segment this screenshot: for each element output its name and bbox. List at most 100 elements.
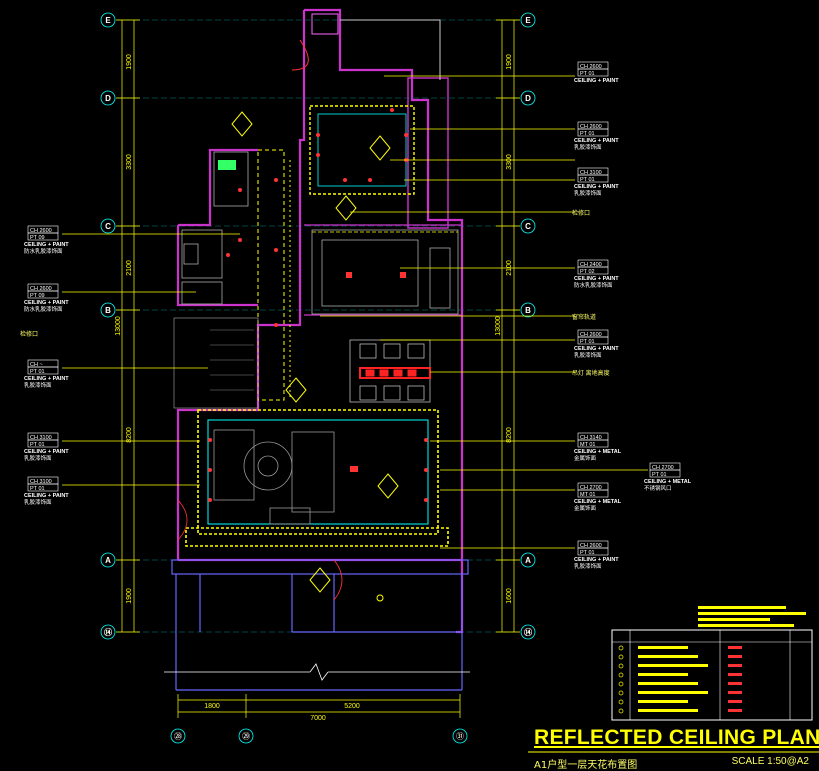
balcony-top xyxy=(291,13,441,80)
grid-bubble xyxy=(520,12,536,28)
stairs xyxy=(210,329,254,391)
tag-material: CEILING + PAINT xyxy=(574,557,619,563)
tag-pt: PT 09 xyxy=(30,235,45,241)
tag-ch: CH 2600 xyxy=(30,228,52,234)
tag-description: 乳胶漆饰面 xyxy=(574,351,602,359)
tag-material: CEILING + PAINT xyxy=(24,493,69,499)
tag-description: 防水乳胶漆饰面 xyxy=(574,281,613,289)
dimension-chain-left xyxy=(116,19,140,633)
grid-bubble xyxy=(520,552,536,568)
dim-left-total: 13000 xyxy=(115,316,122,336)
tag-material: CEILING + PAINT xyxy=(574,78,619,84)
dim-right-5: 1600 xyxy=(506,588,513,604)
grid-bubble xyxy=(100,12,116,28)
legend-code xyxy=(728,664,742,667)
tag-pt: MT 01 xyxy=(580,442,596,448)
light-fixtures xyxy=(208,108,428,602)
wall-frame xyxy=(171,559,469,691)
tag-ch: CH 2600 xyxy=(580,124,602,130)
tag-ch: CH 2600 xyxy=(30,286,52,292)
note-curtain: 窗帘轨道 xyxy=(572,313,596,321)
grid-label: B xyxy=(105,306,111,315)
legend-code xyxy=(728,655,742,658)
title-block: REFLECTED CEILING PLAN A1户型一层天花布置图 SCALE… xyxy=(528,726,819,771)
kitchen xyxy=(311,229,459,315)
grid-label: D xyxy=(105,94,111,103)
building-walls xyxy=(176,8,464,634)
tag-description: 乳胶漆饰面 xyxy=(24,498,52,506)
tag-description: 乳胶漆饰面 xyxy=(574,562,602,570)
tag-material: CEILING + PAINT xyxy=(574,276,619,282)
grid-bubble xyxy=(100,302,116,318)
tag-description: 乳胶漆饰面 xyxy=(24,454,52,462)
tag-material: CEILING + PAINT xyxy=(574,138,619,144)
tag-ch: CH 3100 xyxy=(580,170,602,176)
living-room xyxy=(213,429,335,525)
dim-left-2: 3300 xyxy=(126,154,133,170)
dim-right-4: 8200 xyxy=(506,427,513,443)
tag-pt: PT 01 xyxy=(580,550,595,556)
drawing-scale: SCALE 1:50@A2 xyxy=(731,756,809,767)
legend-code xyxy=(728,682,742,685)
legend-code xyxy=(728,700,742,703)
grid-bubble xyxy=(520,218,536,234)
grid-bubble xyxy=(100,624,116,640)
grid-bubble-col xyxy=(238,728,254,744)
tag-material: CEILING + METAL xyxy=(574,499,622,505)
tag-description: 不锈钢风口 xyxy=(644,484,672,492)
legend-text-bar xyxy=(638,664,708,667)
tag-ch: CH 3100 xyxy=(30,435,52,441)
grid-label: A xyxy=(105,556,111,565)
grid-label: ⑭ xyxy=(524,627,532,637)
tag-material: CEILING + PAINT xyxy=(24,300,69,306)
vent-green xyxy=(218,160,236,170)
grid-bubble xyxy=(520,302,536,318)
tag-pt: PT 01 xyxy=(30,369,45,375)
legend-symbol xyxy=(618,654,624,660)
grid-label: C xyxy=(105,222,111,231)
note-access-1: 检修口 xyxy=(572,209,590,217)
dim-bottom-total: 7000 xyxy=(310,715,326,722)
tag-material: CEILING + PAINT xyxy=(574,184,619,190)
dim-left-4: 8200 xyxy=(126,427,133,443)
tag-ch: CH 2700 xyxy=(652,465,674,471)
tag-ch: CH 2400 xyxy=(580,262,602,268)
notes-bars xyxy=(698,606,806,627)
dim-left-5: 1900 xyxy=(126,588,133,604)
tag-description: 防水乳胶漆饰面 xyxy=(24,305,63,313)
bathrooms xyxy=(181,151,249,305)
legend-symbol xyxy=(618,672,624,678)
ceiling-outline-top xyxy=(309,105,415,195)
tag-material: CEILING + METAL xyxy=(574,449,622,455)
legend-text-bar xyxy=(638,646,688,649)
tag-pt: PT 09 xyxy=(30,293,45,299)
dim-left-3: 2100 xyxy=(126,260,133,276)
legend-symbol xyxy=(618,708,624,714)
door-swings xyxy=(177,499,343,601)
grid-bubble xyxy=(520,90,536,106)
legend-text-bar xyxy=(638,709,698,712)
tag-ch: CH 2600 xyxy=(580,332,602,338)
grid-bubble xyxy=(100,552,116,568)
tag-ch: CH ~ xyxy=(30,362,43,368)
legend-code xyxy=(728,646,742,649)
grid-label: A xyxy=(525,556,531,565)
tag-material: CEILING + PAINT xyxy=(574,346,619,352)
grid-label: E xyxy=(525,16,531,25)
dimension-chain-bottom xyxy=(177,694,461,718)
note-access-2: 检修口 xyxy=(20,330,38,338)
dimension-chain-right xyxy=(496,19,520,633)
tag-material: CEILING + METAL xyxy=(644,479,692,485)
legend-code xyxy=(728,673,742,676)
tag-pt: PT 02 xyxy=(580,269,595,275)
grid-label: D xyxy=(525,94,531,103)
tag-material: CEILING + PAINT xyxy=(24,242,69,248)
